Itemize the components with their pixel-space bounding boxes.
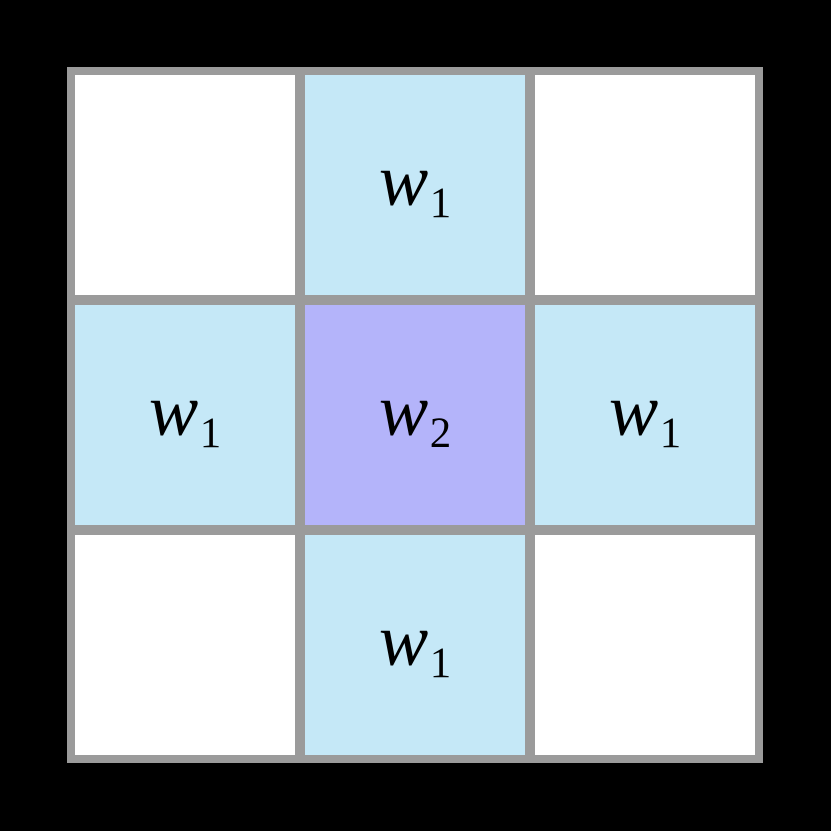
- kernel-cell-subscript-r1c0: 1: [199, 410, 222, 458]
- kernel-cell-variable-r1c1: w: [378, 369, 429, 452]
- kernel-cell-label-r0c0: [185, 144, 186, 227]
- kernel-cell-label-r2c1: w1: [379, 604, 451, 687]
- kernel-cell-r0c1[interactable]: w1: [305, 75, 525, 295]
- kernel-cell-r1c1[interactable]: w2: [305, 305, 525, 525]
- kernel-cell-r2c1[interactable]: w1: [305, 535, 525, 755]
- kernel-cell-r1c0[interactable]: w1: [75, 305, 295, 525]
- kernel-cell-r2c2[interactable]: [535, 535, 755, 755]
- kernel-cell-variable-r2c1: w: [378, 599, 429, 682]
- kernel-grid: w1 w1 w2 w1: [67, 67, 763, 763]
- kernel-cell-label-r2c0: [185, 604, 186, 687]
- kernel-cell-r1c2[interactable]: w1: [535, 305, 755, 525]
- kernel-cell-r2c0[interactable]: [75, 535, 295, 755]
- kernel-cell-variable-r1c0: w: [148, 369, 199, 452]
- kernel-cell-label-r1c0: w1: [149, 374, 221, 457]
- kernel-cell-variable-r1c2: w: [608, 369, 659, 452]
- kernel-cell-subscript-r1c1: 2: [429, 410, 452, 458]
- kernel-cell-subscript-r0c1: 1: [429, 180, 452, 228]
- kernel-cell-label-r0c1: w1: [379, 144, 451, 227]
- kernel-cell-r0c2[interactable]: [535, 75, 755, 295]
- kernel-cell-label-r0c2: [645, 144, 646, 227]
- kernel-cell-subscript-r2c1: 1: [429, 640, 452, 688]
- kernel-cell-subscript-r1c2: 1: [659, 410, 682, 458]
- kernel-cell-variable-r0c1: w: [378, 139, 429, 222]
- kernel-cell-label-r1c1: w2: [379, 374, 451, 457]
- kernel-cell-label-r1c2: w1: [609, 374, 681, 457]
- kernel-cell-label-r2c2: [645, 604, 646, 687]
- kernel-cell-r0c0[interactable]: [75, 75, 295, 295]
